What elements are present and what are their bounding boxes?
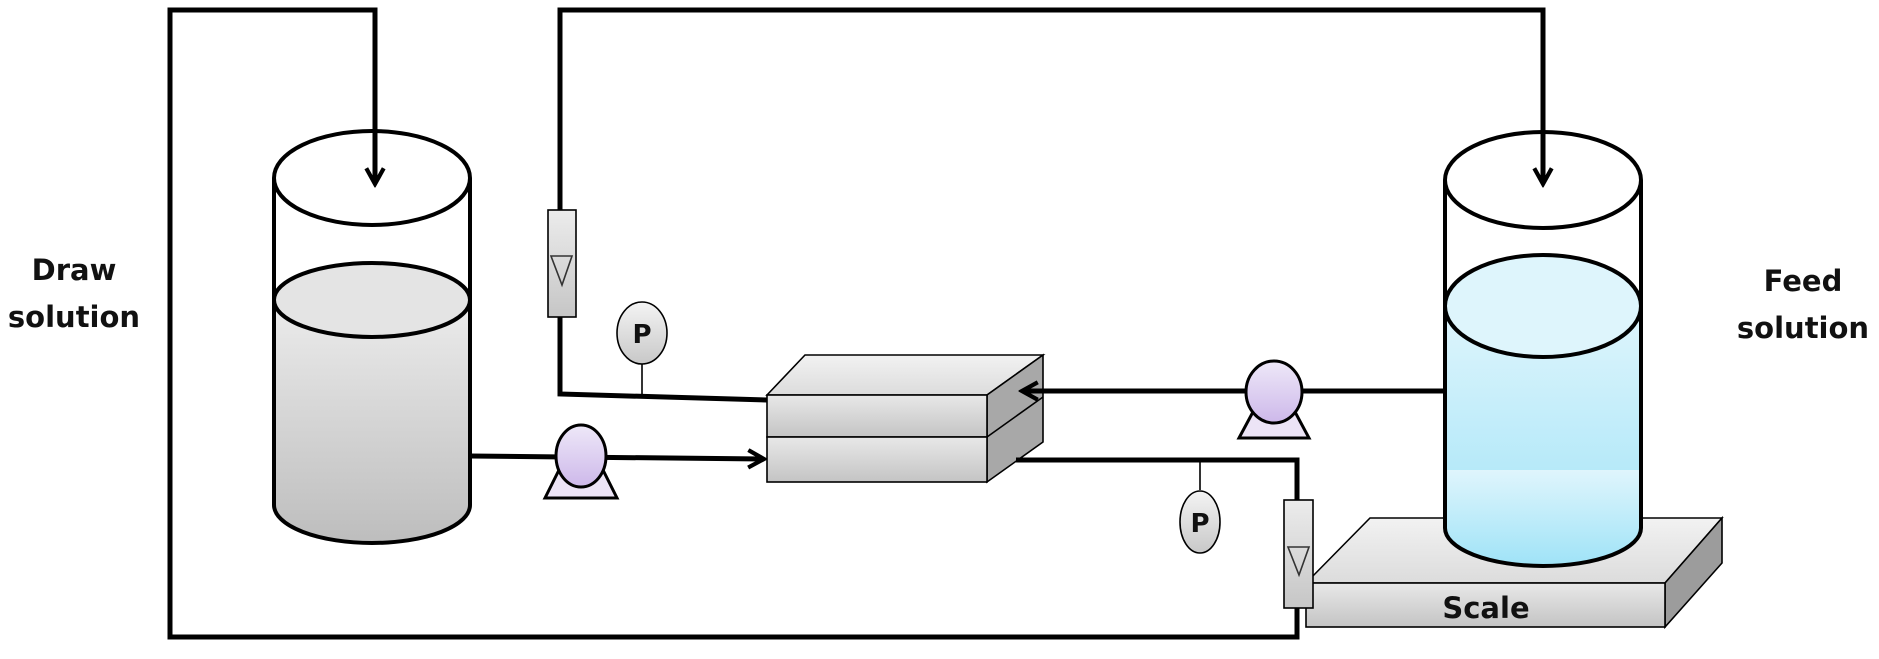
pipe-draw-outlet	[1016, 457, 1300, 510]
feed-solution-label-line1: Feed	[1764, 264, 1843, 298]
draw-tank	[272, 129, 472, 545]
draw-solution-label-line2: solution	[8, 300, 140, 334]
pressure-gauge-draw: P	[1179, 460, 1221, 554]
pipe-draw-return	[167, 7, 1300, 640]
pipe-draw-supply	[469, 456, 764, 459]
draw-solution-label-line1: Draw	[32, 253, 117, 287]
feed-solution-label-line2: solution	[1737, 311, 1869, 345]
membrane-module	[765, 353, 1046, 484]
pipe-feed-return	[557, 7, 1543, 403]
draw-pump	[542, 423, 620, 500]
scale: Scale	[1304, 470, 1724, 630]
pressure-gauge-draw-label: P	[1190, 509, 1209, 539]
pressure-gauge-feed: P	[616, 301, 668, 395]
feed-pump	[1236, 359, 1312, 440]
scale-label: Scale	[1442, 591, 1529, 625]
flowmeter-draw	[1283, 499, 1314, 609]
flowmeter-feed	[547, 209, 577, 318]
pressure-gauge-feed-label: P	[632, 320, 651, 350]
